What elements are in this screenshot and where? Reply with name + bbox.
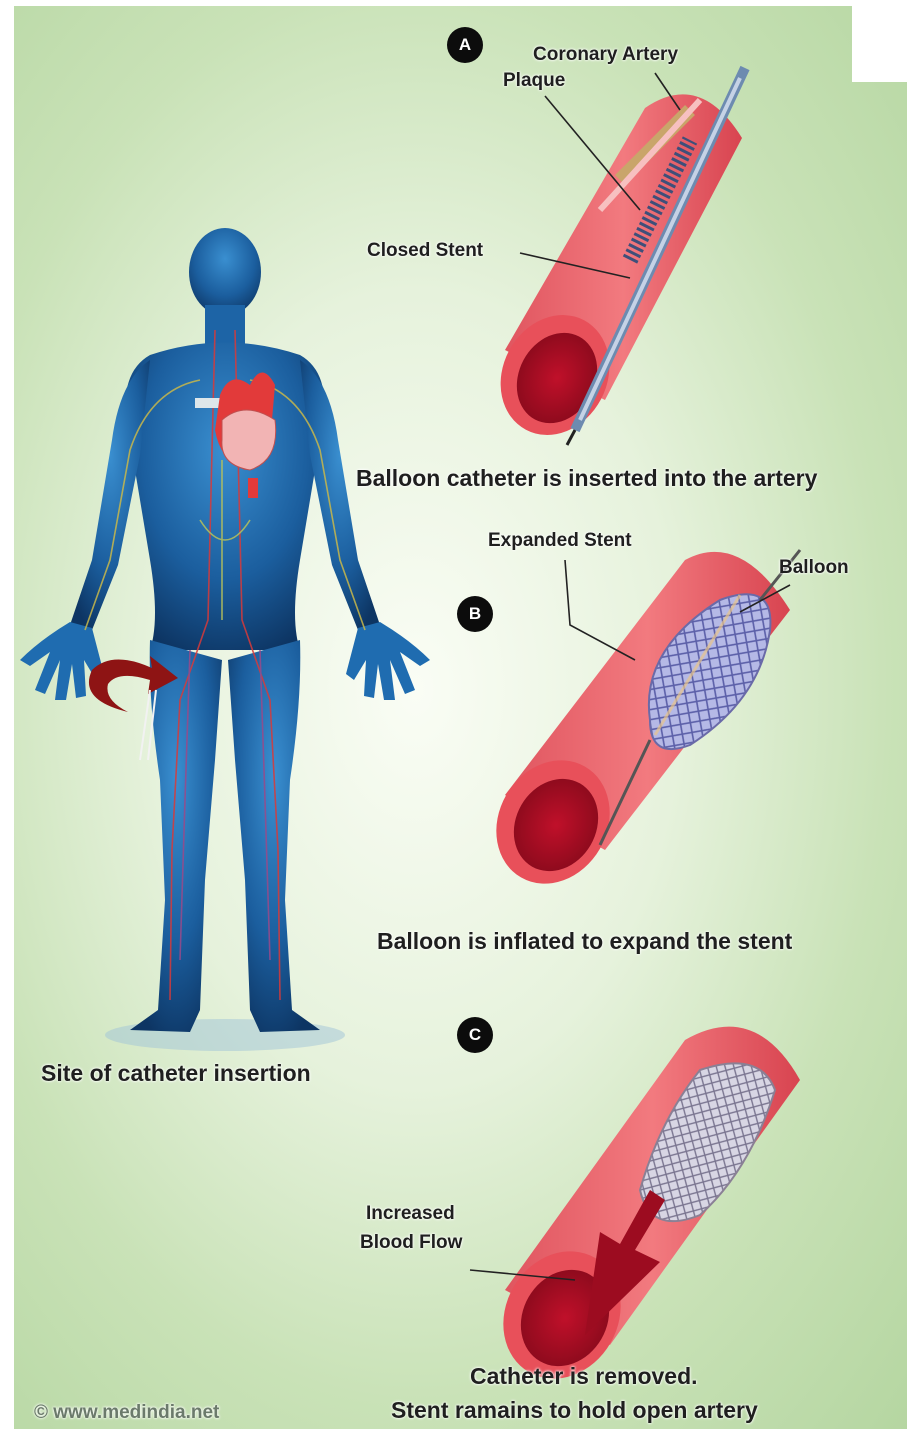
artery-b-illustration — [474, 550, 800, 904]
step-b-caption: Balloon is inflated to expand the stent — [377, 928, 792, 955]
step-a-badge: A — [447, 27, 483, 63]
step-a-caption: Balloon catheter is inserted into the ar… — [356, 465, 817, 492]
plaque-label: Plaque — [503, 70, 565, 92]
step-c-caption-line2: Stent ramains to hold open artery — [391, 1397, 758, 1424]
balloon-label: Balloon — [779, 557, 849, 579]
human-body-figure — [20, 228, 430, 1051]
closed-stent-label: Closed Stent — [367, 240, 483, 262]
credit-text: © www.medindia.net — [34, 1402, 219, 1424]
step-c-caption-line1: Catheter is removed. — [470, 1363, 698, 1390]
step-c-badge: C — [457, 1017, 493, 1053]
artery-a-illustration — [480, 68, 745, 454]
blood-flow-label: Blood Flow — [360, 1232, 462, 1254]
artery-c-illustration — [481, 1027, 800, 1400]
increased-label: Increased — [366, 1203, 455, 1225]
insertion-site-caption: Site of catheter insertion — [41, 1060, 311, 1087]
coronary-artery-label: Coronary Artery — [533, 44, 678, 66]
expanded-stent-label: Expanded Stent — [488, 530, 632, 552]
step-b-badge: B — [457, 596, 493, 632]
